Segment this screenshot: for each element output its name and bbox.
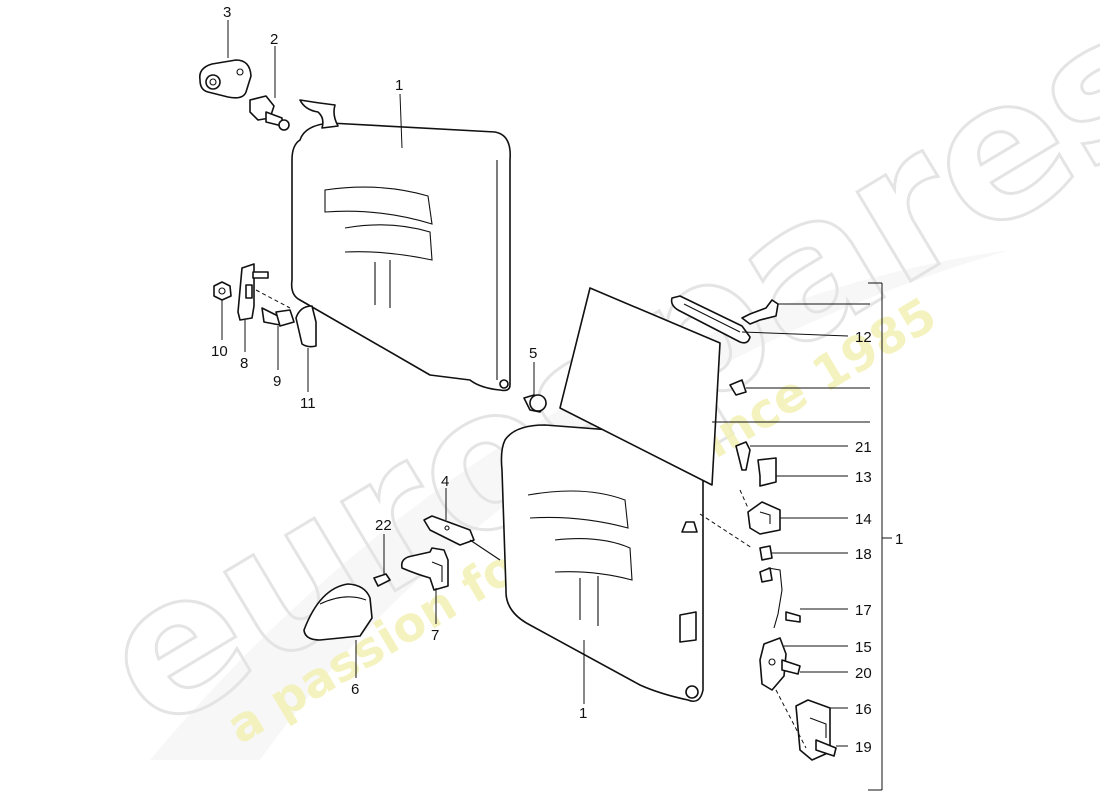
callout-22: 22 xyxy=(375,517,392,534)
locking-bolt xyxy=(249,95,290,131)
lock-icon xyxy=(759,637,787,691)
callout-14: 14 xyxy=(855,511,872,528)
callout-5: 5 xyxy=(529,345,537,362)
back-panel-icon xyxy=(559,287,721,486)
seat-backrest-icon xyxy=(290,122,512,392)
pin-icon xyxy=(785,611,801,623)
callout-18: 18 xyxy=(855,546,872,563)
nut-icon xyxy=(213,281,232,301)
callout-4: 4 xyxy=(441,473,449,490)
lower-left-hardware xyxy=(303,547,449,641)
callout-12: 12 xyxy=(855,329,872,346)
callout-1-top: 1 xyxy=(395,77,403,94)
screw-icon xyxy=(815,739,837,757)
hinge-bracket-icon xyxy=(400,547,449,591)
callout-15: 15 xyxy=(855,639,872,656)
latch-slot-icon xyxy=(679,611,697,643)
lower-backrest xyxy=(500,424,705,703)
headrest-guide xyxy=(198,59,252,99)
callout-1-bottom: 1 xyxy=(579,705,587,722)
watermark-swoosh-icon xyxy=(150,250,1010,760)
callout-21: 21 xyxy=(855,439,872,456)
callout-20: 20 xyxy=(855,665,872,682)
callout-8: 8 xyxy=(240,355,248,372)
back-panel xyxy=(559,287,751,486)
release-lever xyxy=(423,515,501,561)
backrest-pivot-icon xyxy=(685,685,699,699)
catch-plate-icon xyxy=(747,501,781,535)
seat-backrest-icon xyxy=(500,424,705,703)
right-hardware-stack xyxy=(699,299,837,761)
backrest-pivot-icon xyxy=(499,379,509,389)
upper-backrest xyxy=(290,99,512,392)
callout-6: 6 xyxy=(351,681,359,698)
callout-10: 10 xyxy=(211,343,228,360)
callout-19: 19 xyxy=(855,739,872,756)
bolt-icon xyxy=(781,659,801,675)
callout-9: 9 xyxy=(273,373,281,390)
trim-cap-icon xyxy=(295,305,317,348)
headrest-post-icon xyxy=(681,521,698,533)
callout-3: 3 xyxy=(223,4,231,21)
callout-16: 16 xyxy=(855,701,872,718)
knob xyxy=(523,394,547,413)
release-lever-icon xyxy=(423,515,475,546)
screw-icon xyxy=(373,573,391,587)
backrest-top-tab xyxy=(299,99,339,129)
fastener-icon xyxy=(757,457,777,487)
lock-cable-icon xyxy=(759,567,773,583)
clip-icon xyxy=(729,379,747,396)
leader-lines xyxy=(221,20,892,791)
callout-7: 7 xyxy=(431,627,439,644)
callout-17: 17 xyxy=(855,602,872,619)
screw-icon xyxy=(735,441,751,471)
mounting-hardware-left xyxy=(213,263,317,348)
clip-icon xyxy=(759,545,773,561)
callouts: 3 2 1 10 8 9 11 5 4 22 7 6 1 12 21 13 14… xyxy=(211,4,903,756)
cover-cap-icon xyxy=(303,583,373,641)
callout-2: 2 xyxy=(270,31,278,48)
callout-1-bracket: 1 xyxy=(895,531,903,548)
callout-11: 11 xyxy=(300,395,316,412)
callout-13: 13 xyxy=(855,469,872,486)
